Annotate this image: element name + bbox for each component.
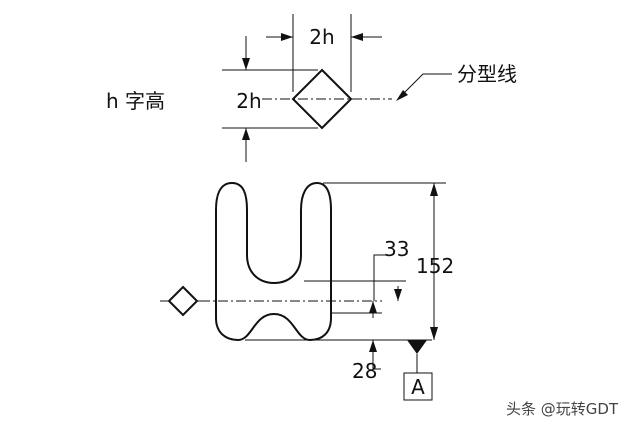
dim-width-label: 2h: [309, 25, 334, 49]
parting-line-symbol-detail: 2h 2h h 字高 分型线: [106, 14, 517, 162]
arrow-height-bottom: [242, 128, 250, 140]
dim-height-label: 2h: [236, 89, 261, 113]
part-parting-symbol: [167, 285, 199, 317]
dim-33-label: 33: [384, 237, 409, 261]
part-view: 152 33 28 A: [160, 181, 454, 401]
parting-line-leader-arrow: [396, 90, 408, 101]
arrow-width-right: [351, 33, 363, 41]
arrow-height-top: [242, 58, 250, 70]
parting-line-leader: [399, 73, 452, 98]
arrow-152-bottom: [430, 327, 438, 340]
parting-line-label: 分型线: [457, 62, 517, 86]
part-outline: [215, 181, 332, 342]
arrow-width-left: [281, 33, 293, 41]
char-height-label: h 字高: [106, 89, 165, 113]
datum-label: A: [411, 375, 425, 399]
dim-152-label: 152: [416, 254, 454, 278]
arrow-33: [394, 289, 402, 301]
dim-33-leader: [373, 254, 386, 301]
datum-triangle: [407, 340, 427, 354]
watermark: 头条 @玩转GDT: [506, 400, 619, 418]
arrow-28-top: [369, 301, 377, 313]
arrow-152-top: [430, 183, 438, 196]
dim-28-label: 28: [352, 359, 377, 383]
arrow-28-bottom: [369, 340, 377, 352]
parting-line-symbol: [291, 68, 353, 130]
datum-box: [403, 372, 433, 401]
